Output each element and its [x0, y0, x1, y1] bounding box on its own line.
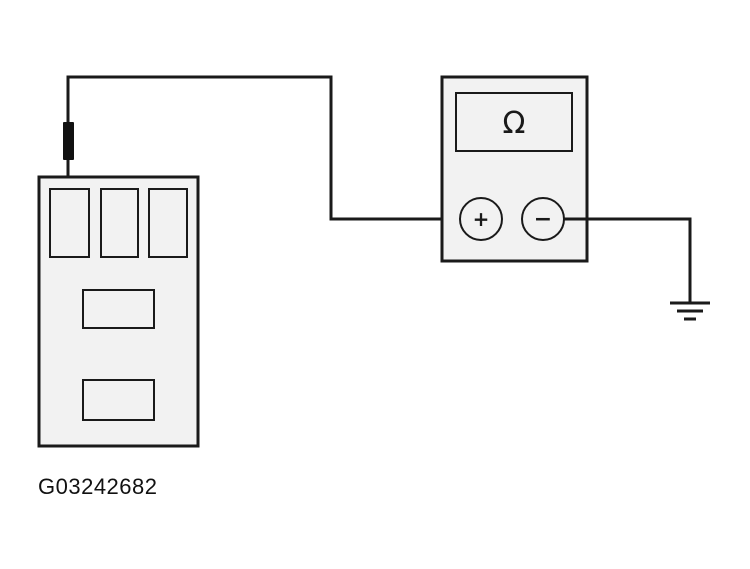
probe-tip: [63, 122, 74, 160]
ground-icon: [670, 301, 710, 321]
connector-slot-upper: [82, 289, 155, 329]
figure-id: G03242682: [38, 474, 158, 499]
connector-pin-2: [100, 188, 139, 258]
ground-lead-wire: [564, 217, 692, 303]
electrical-connector: [37, 175, 200, 448]
negative-terminal-symbol: −: [534, 207, 552, 232]
ohm-symbol: Ω: [503, 106, 526, 141]
positive-terminal-symbol: +: [473, 207, 490, 231]
connector-pin-3: [148, 188, 188, 258]
probe-lead-wire: [66, 75, 460, 221]
connector-pin-1: [49, 188, 90, 258]
positive-terminal: [459, 197, 503, 241]
connector-slot-lower: [82, 379, 155, 421]
multimeter-display: [455, 92, 573, 152]
multimeter: Ω + −: [440, 75, 589, 263]
